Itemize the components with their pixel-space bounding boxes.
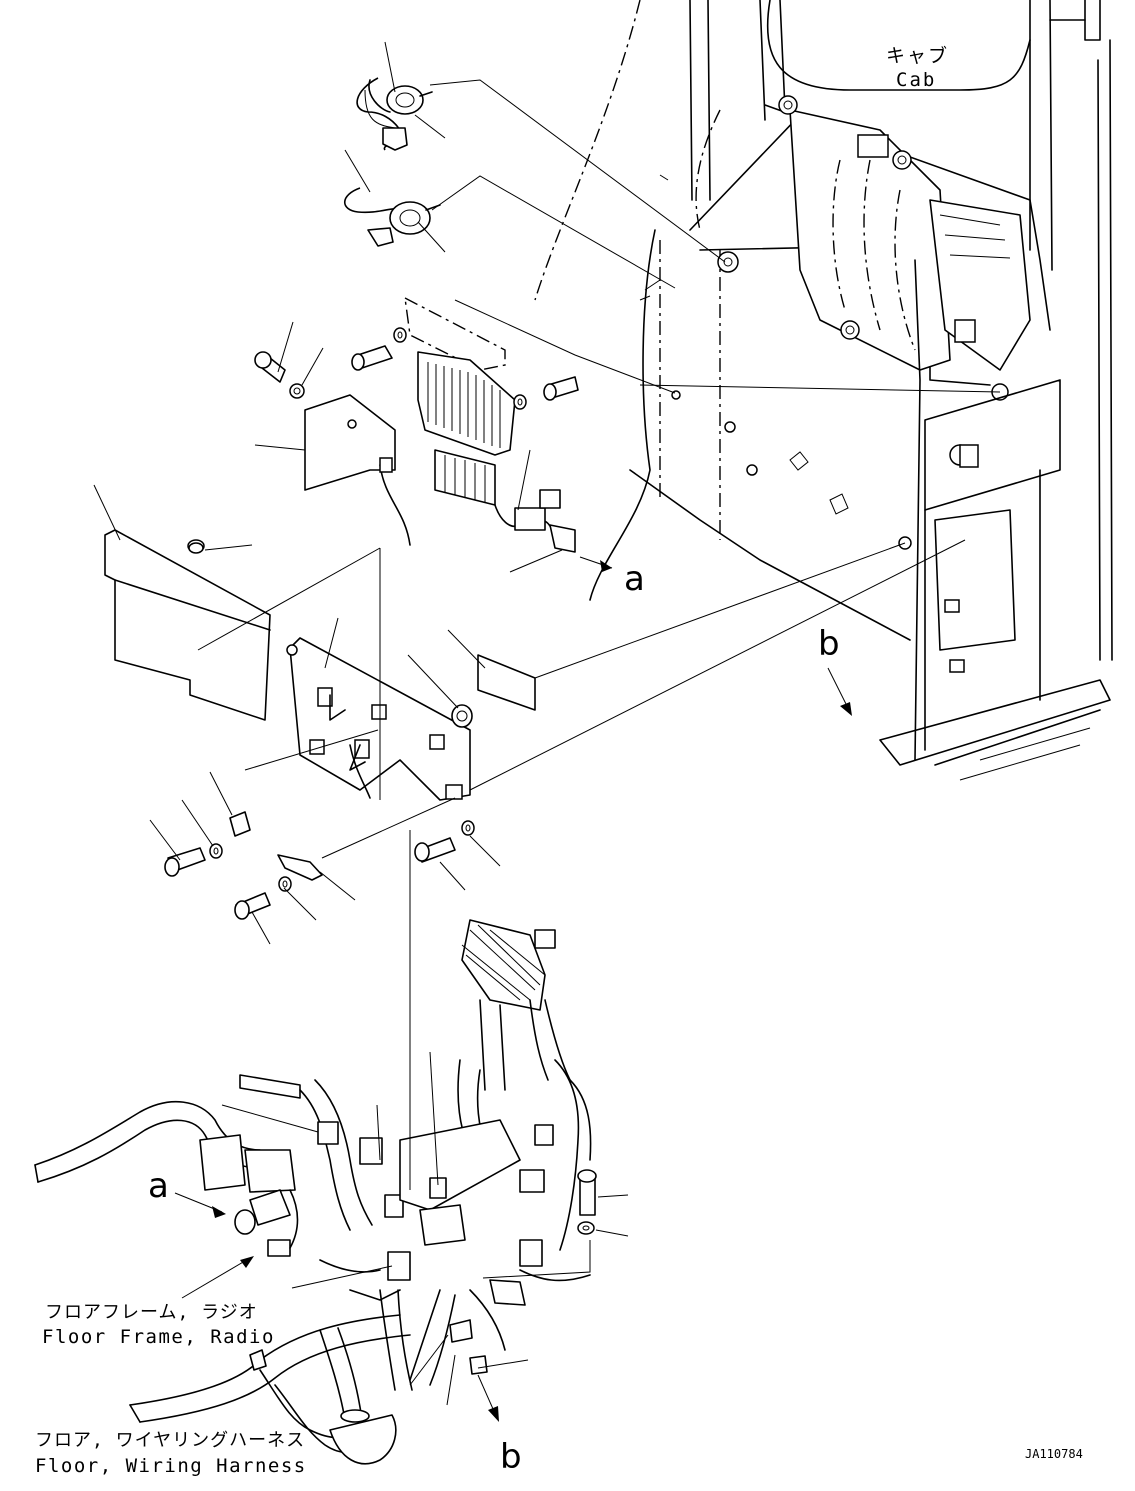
floor-wiring-harness-label-en: Floor, Wiring Harness	[35, 1455, 307, 1477]
floor-wiring-harness-label-ja: フロア, ワイヤリングハーネス	[35, 1430, 305, 1451]
cab-label-en: Cab	[896, 69, 936, 91]
leader-lines	[93, 41, 1001, 1406]
ref-letter-a-top: a	[624, 559, 645, 599]
floor-frame-radio-label-ja: フロアフレーム, ラジオ	[45, 1302, 258, 1323]
ref-letter-b-bottom: b	[500, 1437, 522, 1477]
ref-letter-b-right: b	[818, 624, 840, 664]
fasteners	[164, 327, 597, 1235]
radio-bracket-assembly	[104, 296, 576, 801]
wiring-harness	[34, 919, 592, 1465]
cab-label-ja: キャブ	[886, 44, 949, 67]
drawing-id: JA110784	[1025, 1447, 1083, 1461]
cab-frame	[534, 0, 1113, 781]
reference-arrows	[174, 556, 852, 1422]
speaker-lower	[343, 187, 441, 247]
floor-frame-radio-label-en: Floor Frame, Radio	[42, 1326, 275, 1348]
ref-letter-a-bottom: a	[148, 1166, 169, 1206]
speaker-upper	[356, 77, 433, 151]
